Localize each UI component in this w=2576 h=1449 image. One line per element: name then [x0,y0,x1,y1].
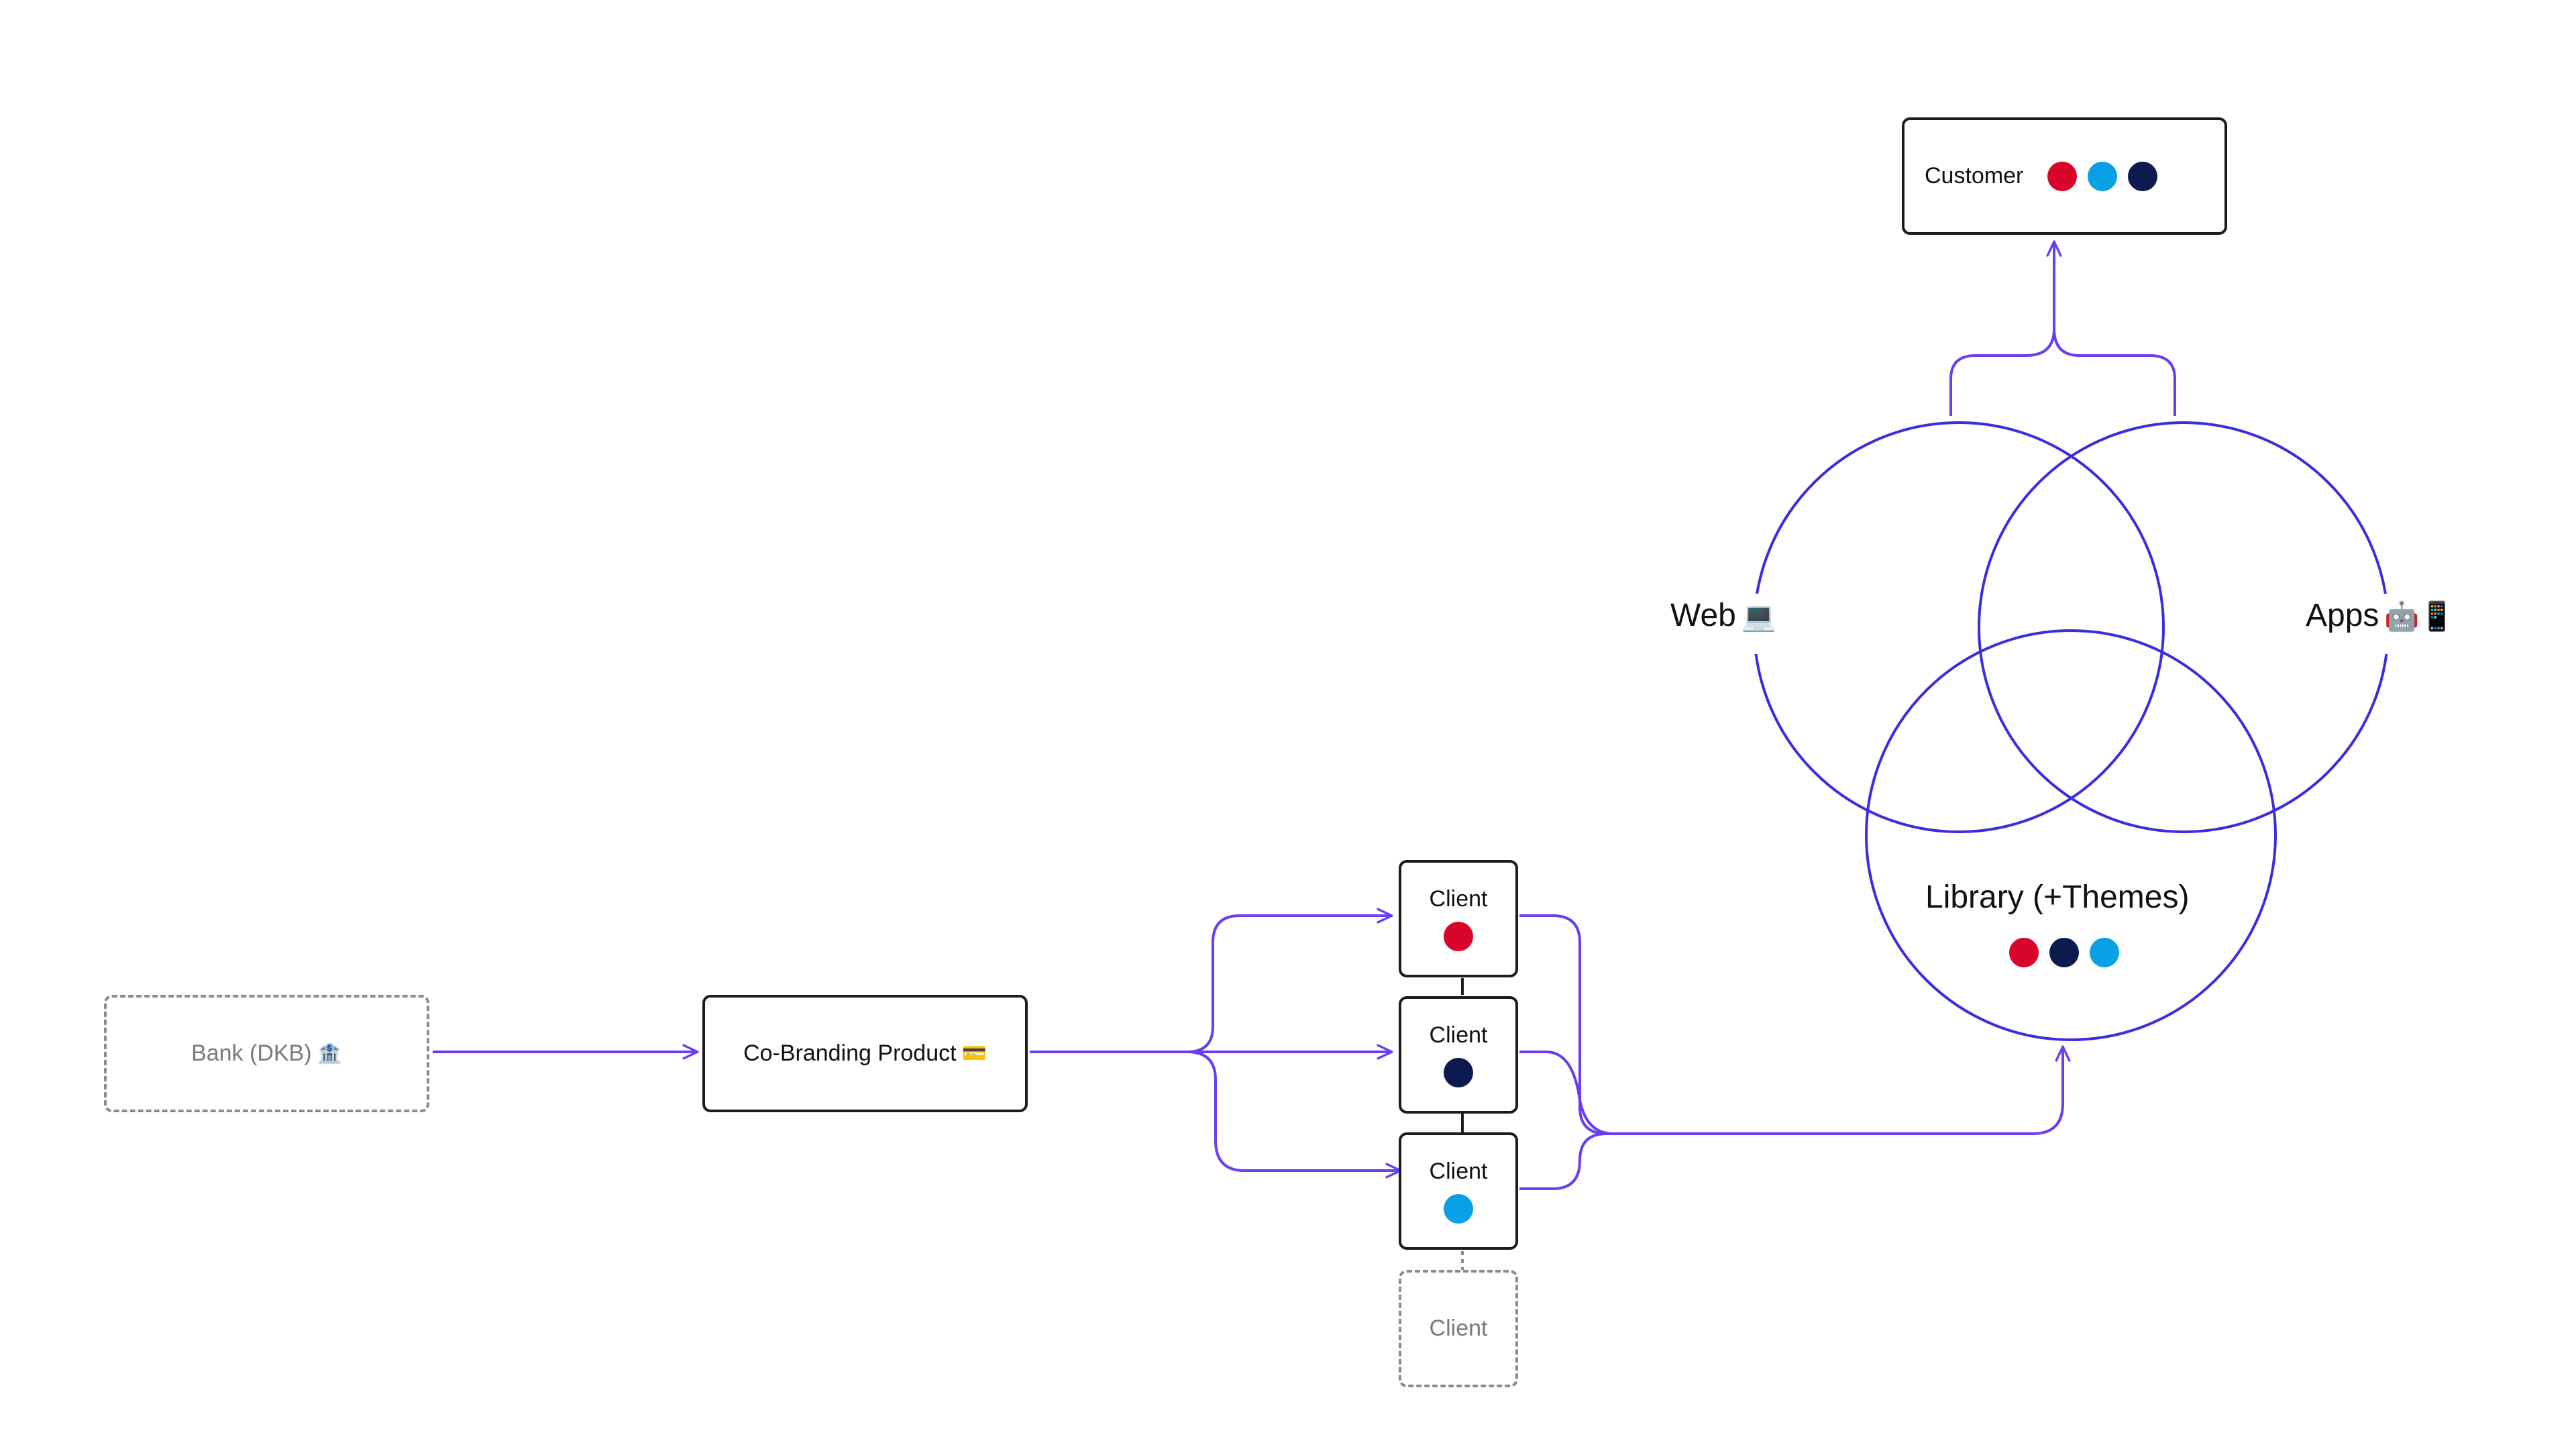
client-label-1: Client [1429,886,1488,912]
client-dot-red [1444,922,1473,951]
apps-label-text: Apps [2306,598,2379,633]
client-label-2: Client [1429,1022,1488,1048]
library-dot-red [2009,938,2039,967]
library-dot-light-blue [2090,938,2119,967]
library-label-text: Library (+Themes) [1925,879,2190,915]
connector-client-1-to-library [1519,914,1607,1135]
arrow-product-to-client-3 [1187,1051,1402,1179]
client-node-3: Client [1399,1132,1518,1250]
customer-label: Customer [1925,163,2024,189]
client-node-placeholder: Client [1399,1270,1518,1387]
bank-label: Bank (DKB) [191,1040,312,1066]
venn-circle-library [1865,629,2277,1041]
venn-circle-web [1753,421,2165,833]
web-label: Web💻 [1670,597,1776,634]
arrow-product-to-client-1 [1030,908,1393,1053]
web-label-text: Web [1670,598,1736,633]
client-label-placeholder: Client [1429,1316,1488,1341]
web-label-gap [1664,594,1805,654]
customer-dot-red [2047,161,2078,191]
client-dot-navy [1444,1058,1473,1087]
apps-label-gap [2301,594,2469,654]
robot-phone-icon: 🤖📱 [2384,600,2455,633]
library-dots [2009,938,2119,967]
customer-dot-light-blue [2088,161,2118,191]
client-dot-light-blue [1444,1194,1473,1224]
connector-client-3-to-library [1519,1132,1607,1190]
bank-icon: 🏦 [317,1042,342,1065]
credit-card-icon: 💳 [961,1042,987,1065]
customer-node: Customer [1902,117,2227,235]
client-label-3: Client [1429,1159,1488,1184]
connector-apps-to-customer [2053,328,2176,416]
library-label: Library (+Themes) [1925,879,2189,916]
laptop-icon: 💻 [1741,600,1777,633]
connector-client-2-to-library [1519,1051,1614,1135]
product-node: Co-Branding Product 💳 [702,995,1028,1112]
apps-label: Apps🤖📱 [2306,597,2455,634]
product-label: Co-Branding Product [743,1040,957,1066]
arrow-to-library [1607,1045,2071,1135]
bank-node: Bank (DKB) 🏦 [104,995,429,1112]
customer-dot-navy [2128,161,2158,191]
client-node-2: Client [1399,996,1518,1114]
library-dot-navy [2049,938,2079,967]
client-node-1: Client [1399,860,1518,977]
connector-web-to-customer [1949,328,2055,416]
customer-dots [2047,161,2158,191]
